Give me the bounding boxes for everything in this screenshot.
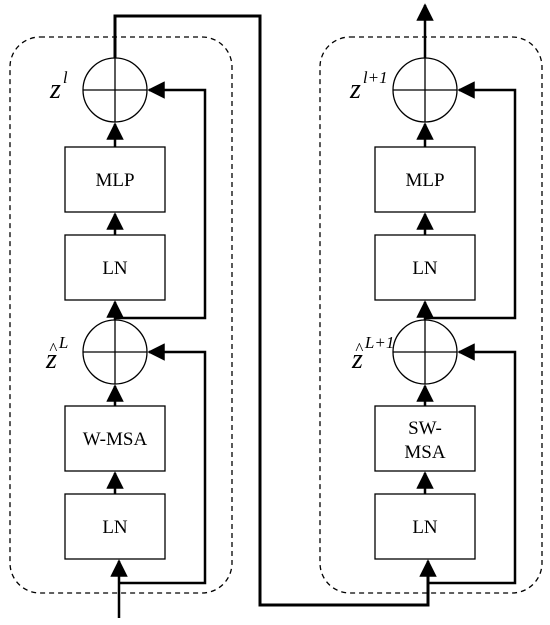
- lower-sum-hat: ^: [355, 339, 364, 358]
- mlp-box: [64, 146, 166, 213]
- lower-sum-hat: ^: [49, 339, 58, 358]
- block-right-frame: [319, 36, 543, 594]
- ln-lower-box: [64, 493, 166, 560]
- w-msa-box-label: W-MSA: [83, 429, 148, 450]
- ln-lower-box: [374, 493, 476, 560]
- block-left-frame: [9, 36, 233, 594]
- residual-lower: [119, 343, 207, 585]
- ln-upper-box: [374, 234, 476, 301]
- sum-node-upper-icon: [392, 57, 458, 123]
- residual-upper: [115, 81, 207, 320]
- inter-block-connection: [113, 14, 430, 607]
- sw-msa-box-label-line1: SW-: [408, 418, 442, 439]
- sw-msa-box-label-line2: MSA: [404, 442, 445, 463]
- mlp-box-label: MLP: [405, 170, 444, 191]
- ln-upper-box-label: LN: [102, 258, 128, 279]
- ln-lower-box-label: LN: [102, 517, 128, 538]
- ln-upper-box: [64, 234, 166, 301]
- lower-sum-label: zL+1: [351, 333, 394, 375]
- ln-lower-box-label: LN: [412, 517, 438, 538]
- residual-lower: [428, 343, 517, 585]
- mlp-box: [374, 146, 476, 213]
- ln-upper-box-label: LN: [412, 258, 438, 279]
- sw-msa-box: [374, 405, 476, 472]
- mlp-box-label: MLP: [95, 170, 134, 191]
- lower-sum-label: zL: [45, 333, 68, 375]
- sum-node-lower-icon: [392, 319, 458, 385]
- sum-node-upper-icon: [82, 57, 148, 123]
- sum-node-lower-icon: [82, 319, 148, 385]
- residual-upper: [425, 81, 517, 320]
- w-msa-box: [64, 405, 166, 472]
